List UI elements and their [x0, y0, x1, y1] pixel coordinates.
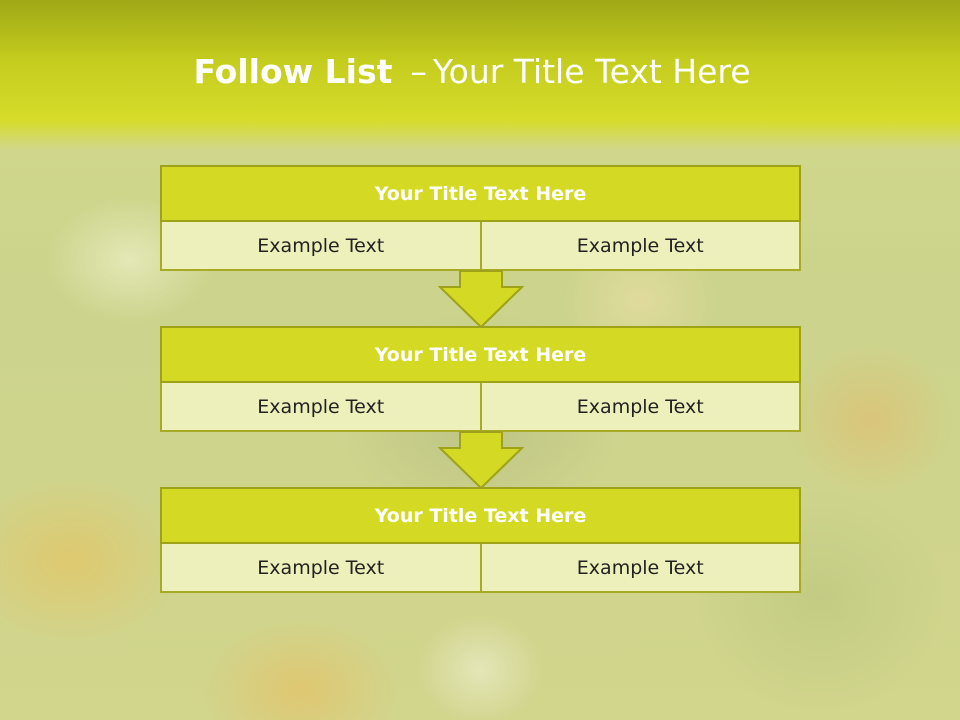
block-row: Example Text Example Text: [160, 383, 801, 432]
block-cell-left: Example Text: [160, 222, 482, 271]
block-cell-left: Example Text: [160, 544, 482, 593]
block-row: Example Text Example Text: [160, 544, 801, 593]
block-title: Your Title Text Here: [160, 487, 801, 544]
list-block-3: Your Title Text Here Example Text Exampl…: [160, 487, 801, 593]
block-title: Your Title Text Here: [160, 165, 801, 222]
down-arrow-icon: [438, 270, 524, 328]
block-cell-right: Example Text: [481, 383, 801, 432]
block-cell-right: Example Text: [481, 222, 801, 271]
block-title: Your Title Text Here: [160, 326, 801, 383]
title-rest: Your Title Text Here: [432, 52, 751, 91]
list-block-1: Your Title Text Here Example Text Exampl…: [160, 165, 801, 271]
block-row: Example Text Example Text: [160, 222, 801, 271]
slide-title: Follow List–Your Title Text Here: [0, 52, 944, 91]
block-cell-left: Example Text: [160, 383, 482, 432]
title-dash: –: [410, 52, 427, 91]
down-arrow-icon: [438, 431, 524, 489]
list-block-2: Your Title Text Here Example Text Exampl…: [160, 326, 801, 432]
block-cell-right: Example Text: [481, 544, 801, 593]
title-band: [0, 0, 960, 150]
title-bold-part: Follow List: [193, 52, 393, 91]
